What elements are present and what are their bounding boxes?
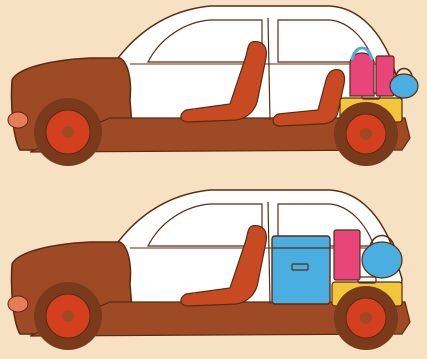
front-wheel-1 <box>34 98 102 166</box>
blue-duffel-bag <box>390 74 418 98</box>
headlight <box>8 296 28 312</box>
car-seats-up <box>8 6 418 166</box>
front-wheel-2 <box>34 282 102 350</box>
pink-bag <box>334 230 360 280</box>
car-seats-folded <box>8 190 410 350</box>
rear-wheel-1 <box>334 102 398 166</box>
headlight <box>8 112 28 128</box>
blue-duffel-bag <box>362 242 402 278</box>
rear-wheel-2 <box>334 286 398 350</box>
